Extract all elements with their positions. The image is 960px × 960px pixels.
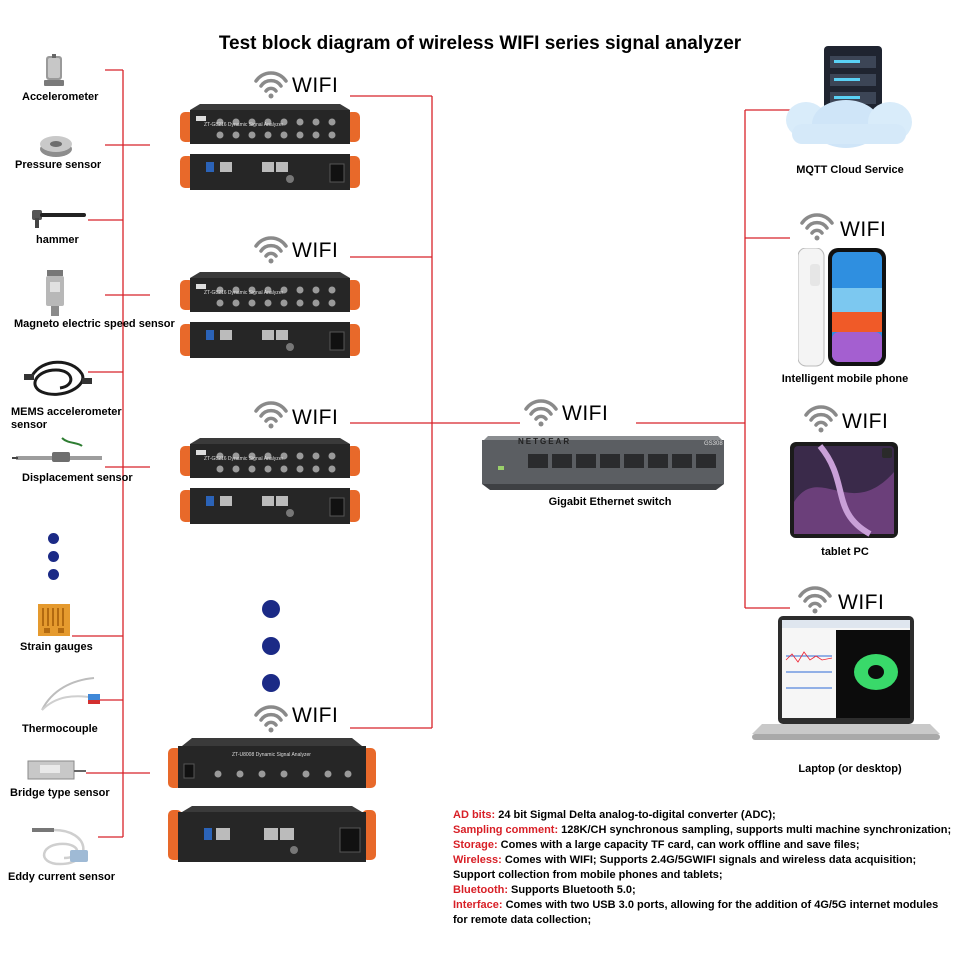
cloud-server-icon [786,46,912,148]
client-label-laptop: Laptop (or desktop) [798,763,902,775]
spec-item: AD bits: 24 bit Sigmal Delta analog-to-d… [453,808,953,823]
ellipsis-dot-large [262,637,280,655]
wifi-icon [804,405,838,434]
wifi-label: WIFI [562,402,609,425]
spec-item: Storage: Comes with a large capacity TF … [453,838,953,853]
strain-gauge-icon [38,604,70,636]
wifi-icon [254,71,288,100]
wifi-icon [798,586,832,615]
analyzer-2-model-label: ZT-G8216 Dynamic Signal Analyzer [204,290,284,296]
spec-key: Wireless: [453,854,502,866]
wifi-icon [254,236,288,265]
spec-key: Storage: [453,839,498,851]
wifi-label: WIFI [292,239,339,262]
analyzer-unit-2 [179,268,361,373]
spec-text: Comes with WIFI; Supports 2.4G/5GWIFI si… [453,854,917,881]
analyzer-4-model-label: ZT-U8008 Dynamic Signal Analyzer [232,752,311,758]
switch-label: Gigabit Ethernet switch [548,496,672,508]
switch-brand: NETGEAR [518,437,572,446]
sensor-label-strain: Strain gauges [20,641,93,653]
spec-text: Supports Bluetooth 5.0; [507,884,636,896]
laptop-icon [752,616,940,740]
client-label-phone: Intelligent mobile phone [781,373,909,385]
spec-key: Interface: [453,899,503,911]
ellipsis-dot [48,551,59,562]
wifi-label: WIFI [292,74,339,97]
ellipsis-dot [48,569,59,580]
spec-item: Interface: Comes with two USB 3.0 ports,… [453,898,953,928]
pressure-sensor-icon [40,136,72,157]
ellipsis-dot [48,533,59,544]
hammer-icon [32,210,86,228]
client-label-tablet: tablet PC [821,546,869,558]
wifi-icon [800,213,834,242]
spec-item: Wireless: Comes with WIFI; Supports 2.4G… [453,853,953,883]
spec-key: AD bits: [453,809,496,821]
sensor-label-pressure: Pressure sensor [15,159,102,171]
spec-key: Sampling comment: [453,824,559,836]
sensor-label-mems: MEMS accelerometer sensor [11,406,122,431]
smartphone-icon [798,248,886,367]
wifi-label: WIFI [838,591,885,614]
magneto-electric-sensor-icon [46,270,64,316]
analyzer-unit-4 [168,738,378,873]
mems-accelerometer-icon [24,360,92,396]
analyzer-1-model-label: ZT-G8216 Dynamic Signal Analyzer [204,122,284,128]
accelerometer-icon [44,54,64,86]
ellipsis-dot-large [262,674,280,692]
wifi-label: WIFI [840,218,887,241]
spec-text: Comes with a large capacity TF card, can… [497,839,860,851]
spec-text: Comes with two USB 3.0 ports, allowing f… [453,899,939,926]
bridge-sensor-icon [27,760,86,780]
diagram-title: Test block diagram of wireless WIFI seri… [218,33,742,54]
sensor-label-displacement: Displacement sensor [22,472,133,484]
ethernet-switch-icon [482,436,724,490]
tablet-icon [790,442,898,538]
spec-text: 128K/CH synchronous sampling, supports m… [558,824,952,836]
sensor-label-eddy: Eddy current sensor [8,871,115,883]
ellipsis-dot-large [262,600,280,618]
spec-text: 24 bit Sigmal Delta analog-to-digital co… [495,809,776,821]
wifi-icon [524,399,558,428]
spec-list: AD bits: 24 bit Sigmal Delta analog-to-d… [453,808,953,928]
analyzer-3-model-label: ZT-G8216 Dynamic Signal Analyzer [204,456,284,462]
client-label-cloud: MQTT Cloud Service [796,164,904,176]
wifi-icon [254,705,288,734]
sensor-label-magneto: Magneto electric speed sensor [14,318,175,330]
sensor-label-accelerometer: Accelerometer [22,91,99,103]
analyzer-unit-1 [179,100,361,205]
sensor-label-hammer: hammer [36,234,79,246]
sensor-label-thermocouple: Thermocouple [22,723,98,735]
spec-item: Bluetooth: Supports Bluetooth 5.0; [453,883,953,898]
switch-model: GS308 [704,441,723,447]
thermocouple-icon [41,677,100,711]
displacement-sensor-icon [12,437,102,462]
wifi-label: WIFI [292,704,339,727]
spec-item: Sampling comment: 128K/CH synchronous sa… [453,823,953,838]
analyzer-unit-3 [179,434,361,539]
spec-key: Bluetooth: [453,884,508,896]
wifi-icon [254,401,288,430]
eddy-current-sensor-icon [32,828,88,866]
sensor-label-bridge: Bridge type sensor [10,787,110,799]
wifi-label: WIFI [842,410,889,433]
wifi-label: WIFI [292,406,339,429]
